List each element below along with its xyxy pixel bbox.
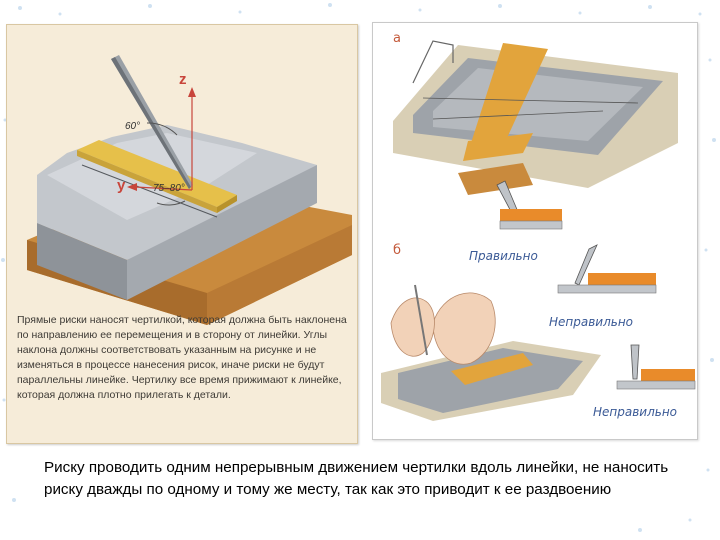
angle-bottom-label: 75–80° [153,183,185,194]
label-wrong-1: Неправильно [549,315,634,329]
main-instruction-text: Риску проводить одним непрерывным движен… [44,459,669,498]
figure-marker-a: а [393,31,401,46]
scriber-angle-illustration [381,40,696,421]
label-correct: Правильно [469,249,538,263]
scribing-illustration [27,55,352,325]
left-illustration-panel: z y 60° 75–80° Прямые риски наносят черт… [6,24,358,444]
figure-marker-b: б [393,243,402,258]
right-illustration-panel: а б Правильно Неправильно Неправильно [372,22,698,440]
label-wrong-2: Неправильно [593,405,678,419]
angle-top-label: 60° [125,121,141,132]
y-axis-label: y [117,177,126,194]
z-axis-label: z [179,71,187,88]
scribing-instructions-caption: Прямые риски наносят чертилкой, которая … [17,314,347,401]
